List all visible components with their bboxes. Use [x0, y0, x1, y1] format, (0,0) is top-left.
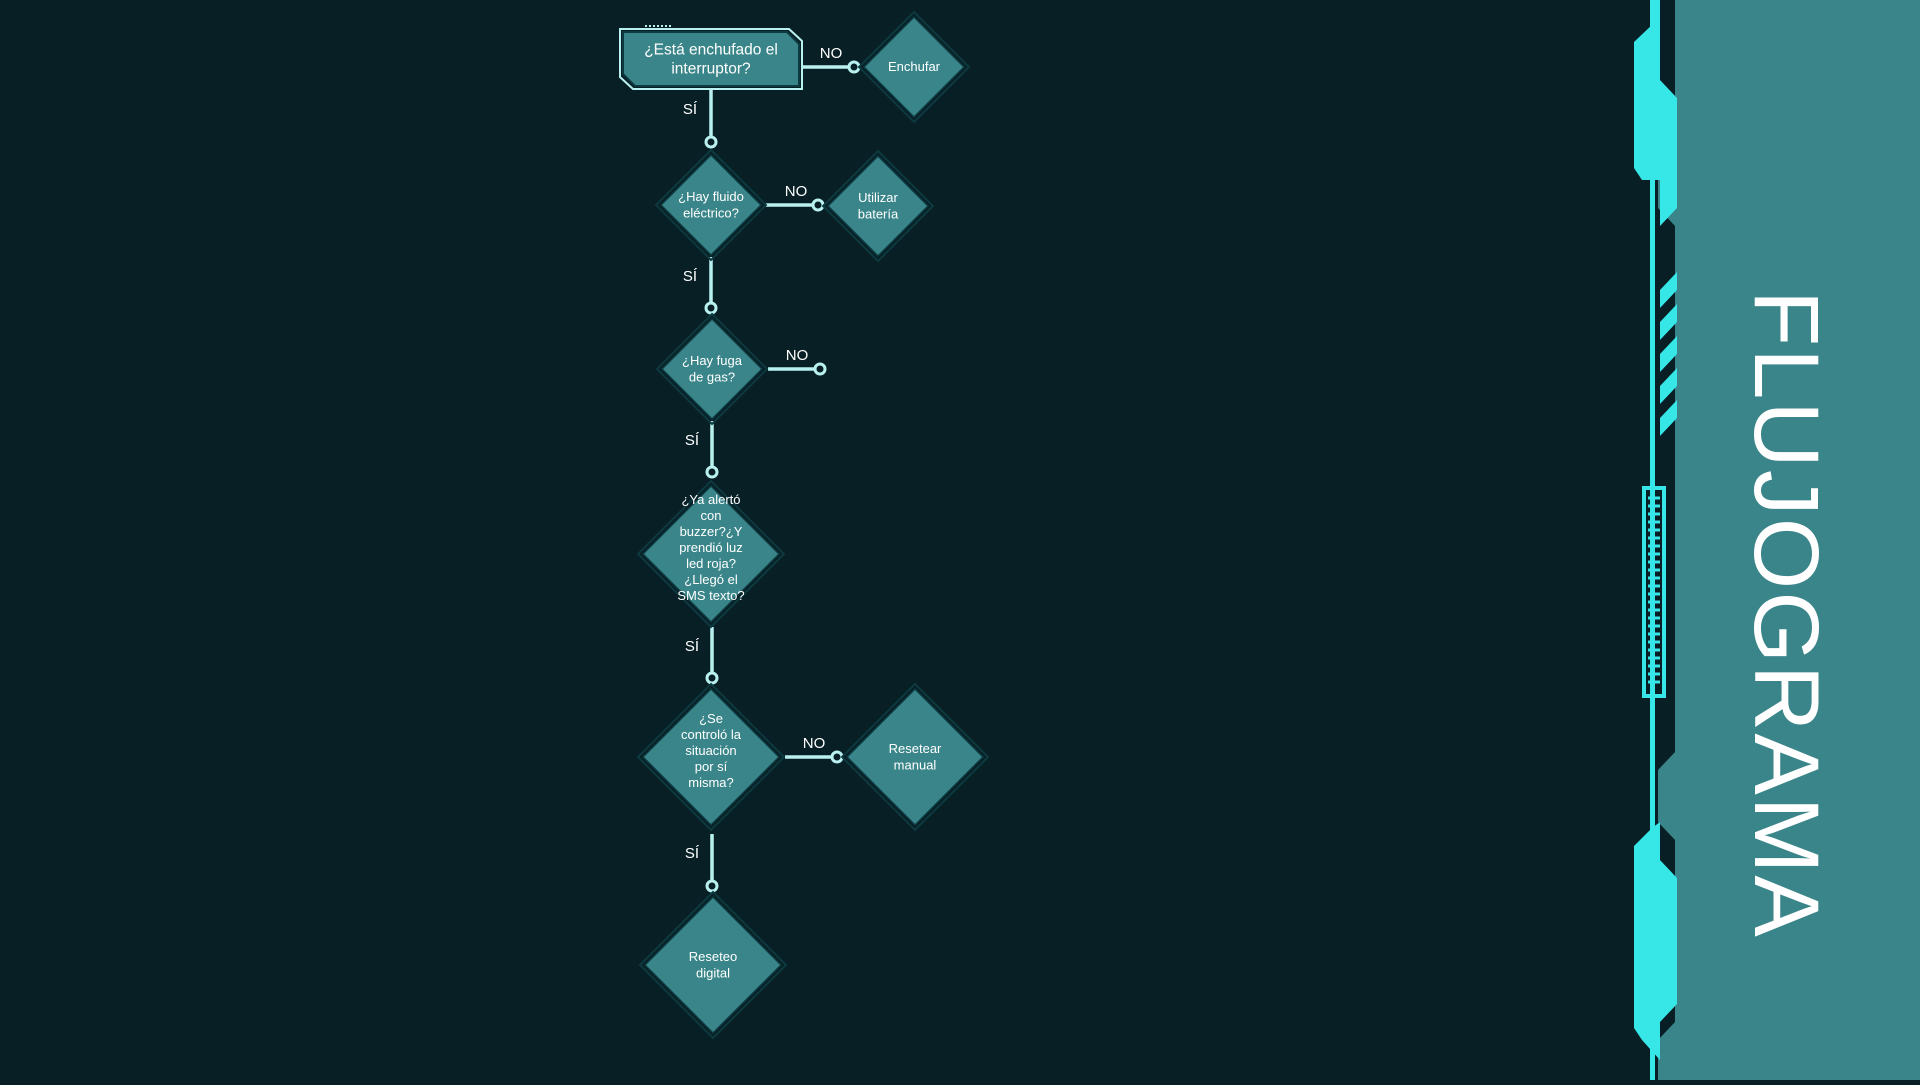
- node-text-line: por sí: [695, 759, 728, 774]
- start-node-frame: [619, 28, 803, 90]
- connector-yes: SÍ: [683, 257, 718, 315]
- node-text-line: prendió luz: [679, 540, 743, 555]
- edge-label-no: NO: [820, 45, 843, 62]
- connector-end-dot: [704, 135, 718, 149]
- node-text-line: ¿Se: [699, 711, 723, 726]
- node-text-line: de gas?: [689, 369, 735, 384]
- connector-no: NO: [766, 183, 825, 212]
- side-panel-accent-top: [1634, 0, 1677, 226]
- diamond-outline: [840, 682, 990, 832]
- connector-end-dot: [705, 465, 719, 479]
- diamond-shape: [660, 317, 764, 421]
- node-text-line: con: [701, 508, 722, 523]
- connector-yes: SÍ: [685, 421, 719, 479]
- node-start: ¿Está enchufado el interruptor?: [619, 25, 803, 90]
- connector-end-dot: [847, 60, 861, 74]
- connector-end-dot: [813, 362, 827, 376]
- connector-end-dot: [811, 198, 825, 212]
- diamond-shape: [862, 15, 966, 119]
- diamond-shape: [845, 687, 985, 827]
- side-panel-accent-line: [1650, 0, 1655, 1080]
- diamond-shape: [826, 154, 930, 258]
- side-panel: FLUJOGRAMA: [1634, 0, 1920, 1080]
- connector-yes: SÍ: [683, 90, 718, 149]
- side-panel-ruler: [1642, 486, 1666, 698]
- node-text-line: ¿Ya alertó: [681, 492, 740, 507]
- node-plug-in: Enchufar: [857, 10, 971, 124]
- node-text-line: interruptor?: [671, 61, 751, 78]
- node-text-line: batería: [858, 206, 899, 221]
- edge-label-yes: SÍ: [685, 432, 700, 449]
- side-panel-background: [1658, 0, 1920, 1080]
- node-text-line: controló la: [681, 727, 742, 742]
- node-text-line: situación: [685, 743, 736, 758]
- edge-label-yes: SÍ: [685, 638, 700, 655]
- diamond-shape: [659, 153, 763, 257]
- connectors: SÍ SÍ SÍ SÍ SÍ NO NO NO NO: [683, 45, 861, 893]
- node-text-line: ¿Hay fuga: [682, 353, 743, 368]
- diamond-outline: [655, 312, 769, 426]
- diamond-shape: [641, 484, 781, 624]
- edge-label-yes: SÍ: [685, 845, 700, 862]
- edge-label-no: NO: [786, 347, 809, 364]
- edge-label-no: NO: [803, 735, 826, 752]
- connector-end-dot: [830, 750, 844, 764]
- nodes: ¿Está enchufado el interruptor? Enchufar ¿H…: [619, 10, 990, 1040]
- node-text-line: ¿Hay fluido: [678, 189, 744, 204]
- node-text-line: eléctrico?: [683, 205, 739, 220]
- side-panel-stripes-top: [1660, 272, 1677, 436]
- diamond-outline: [638, 890, 788, 1040]
- node-text-line: ¿Llegó el: [684, 572, 738, 587]
- start-node-shape: [622, 31, 800, 87]
- edge-label-yes: SÍ: [683, 268, 698, 285]
- connector-yes: SÍ: [685, 627, 719, 685]
- side-panel-stripes-bottom: [1660, 880, 1677, 1012]
- node-text-line: manual: [894, 757, 937, 772]
- diamond-shape: [643, 895, 783, 1035]
- node-text-line: Enchufar: [888, 59, 941, 74]
- node-text-line: ¿Está enchufado el: [644, 42, 778, 59]
- node-text-line: misma?: [688, 775, 734, 790]
- diamond-outline: [654, 148, 768, 262]
- connector-no: NO: [785, 735, 844, 764]
- diamond-outline: [821, 149, 935, 263]
- connector-end-dot: [705, 879, 719, 893]
- page-title: FLUJOGRAMA: [1735, 290, 1837, 939]
- node-text-line: led roja?: [686, 556, 736, 571]
- node-text-line: digital: [696, 965, 730, 980]
- connector-yes: SÍ: [685, 834, 719, 893]
- edge-label-yes: SÍ: [683, 101, 698, 118]
- node-text-line: Reseteo: [689, 949, 737, 964]
- edge-label-no: NO: [785, 183, 808, 200]
- diamond-outline: [857, 10, 971, 124]
- connector-end-dot: [704, 301, 718, 315]
- side-panel-accent-bottom: [1634, 822, 1677, 1060]
- node-text-line: buzzer?¿Y: [680, 524, 743, 539]
- connector-no: NO: [768, 347, 827, 376]
- node-text-line: SMS texto?: [677, 588, 744, 603]
- node-text-line: Utilizar: [858, 190, 898, 205]
- connector-no: NO: [802, 45, 861, 74]
- connector-end-dot: [705, 671, 719, 685]
- node-text-line: Resetear: [889, 741, 942, 756]
- diamond-outline: [636, 682, 786, 832]
- diamond-shape: [641, 687, 781, 827]
- diamond-outline: [636, 479, 786, 629]
